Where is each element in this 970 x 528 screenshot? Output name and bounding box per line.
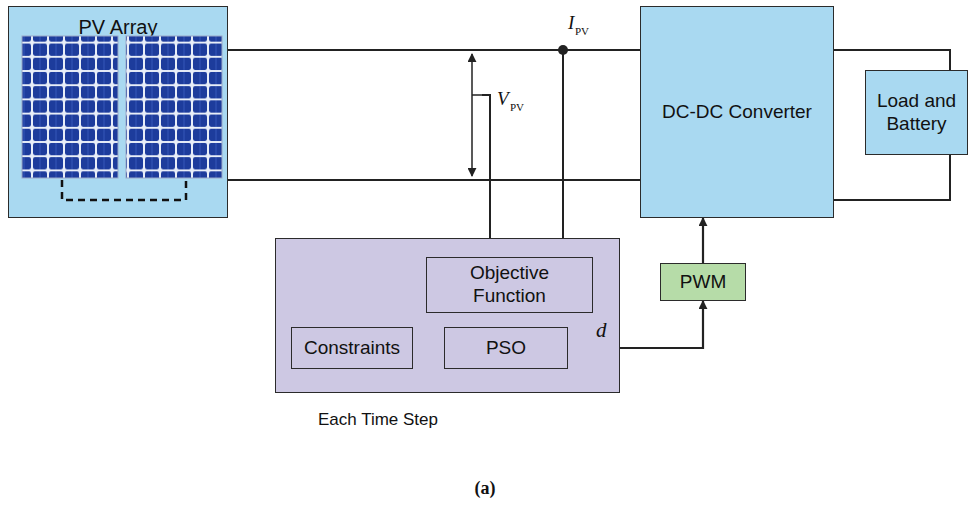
connector: [834, 50, 950, 70]
converter-box: DC-DC Converter: [640, 6, 834, 218]
connector: [562, 50, 564, 257]
connector: [702, 218, 704, 263]
controller-group: Each Time StepObjective FunctionConstrai…: [275, 238, 620, 393]
connector: [228, 49, 640, 51]
node-text: PWM: [680, 271, 726, 294]
connector: [228, 179, 640, 181]
voltage-arrow: [472, 54, 482, 176]
signal-name: V: [497, 88, 509, 110]
solar-panel: [22, 36, 118, 178]
figure-caption: (a): [0, 478, 970, 499]
signal-subscript: PV: [510, 101, 524, 113]
node-text: Load and Battery: [872, 90, 961, 136]
node-text: Objective Function: [433, 262, 586, 308]
signal-name: d: [596, 318, 607, 343]
node-text: Each Time Step: [318, 410, 438, 430]
connector: [834, 155, 950, 200]
pwm-box: PWM: [660, 263, 746, 301]
pso-box: PSO: [444, 327, 568, 369]
load-box: Load and Battery: [865, 70, 968, 155]
signal-subscript: PV: [575, 25, 589, 37]
solar-panel: [126, 36, 222, 178]
objective-box: Objective Function: [426, 257, 593, 313]
constraints-box: Constraints: [291, 327, 413, 369]
node-text: DC-DC Converter: [662, 101, 812, 124]
connector: [482, 95, 490, 257]
signal-name: I: [568, 12, 574, 34]
node-text: PV Array: [79, 15, 158, 39]
node-text: PSO: [486, 337, 526, 360]
node-text: Constraints: [304, 337, 400, 360]
